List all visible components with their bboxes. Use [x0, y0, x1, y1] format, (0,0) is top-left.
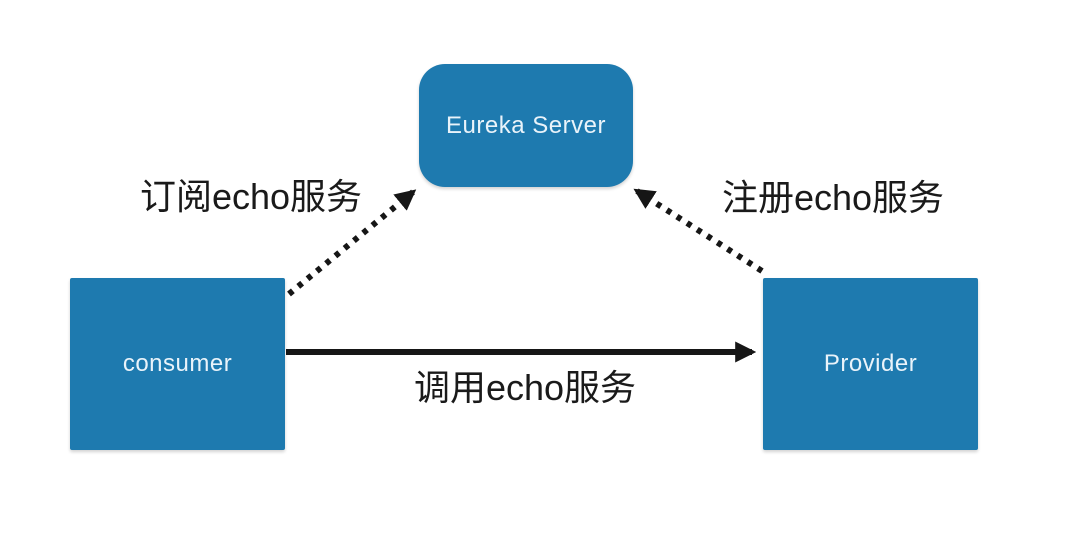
node-eureka-server-label: Eureka Server — [446, 111, 606, 139]
node-eureka-server: Eureka Server — [419, 64, 633, 187]
node-consumer: consumer — [70, 278, 285, 450]
node-provider: Provider — [763, 278, 978, 450]
edge-label-invoke: 调用echo服务 — [413, 367, 637, 408]
node-provider-label: Provider — [823, 350, 918, 377]
edge-label-subscribe: 订阅echo服务 — [139, 176, 363, 217]
edge-label-register: 注册echo服务 — [721, 177, 945, 218]
node-consumer-label: consumer — [122, 350, 233, 377]
